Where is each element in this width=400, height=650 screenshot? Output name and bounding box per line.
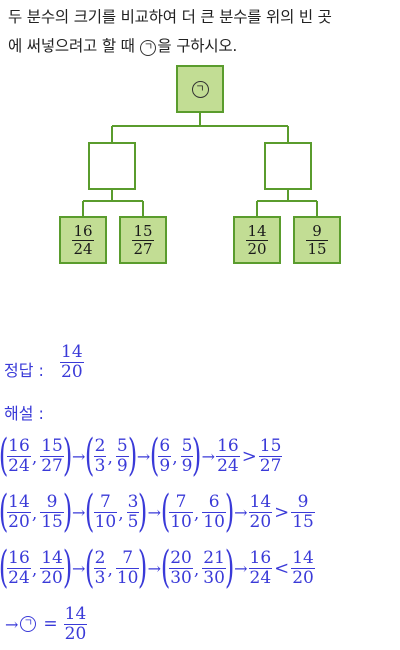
arrow-icon: → bbox=[72, 446, 86, 466]
circled-marker-icon: ㄱ bbox=[140, 40, 157, 56]
right-paren: ) bbox=[138, 486, 148, 537]
solution-row: (1624,1420)→(23,710)→(2030,2130)→1624<14… bbox=[0, 542, 315, 594]
left-paren: ( bbox=[85, 542, 95, 593]
right-paren: ) bbox=[127, 430, 137, 481]
question-text: 두 분수의 크기를 비교하여 더 큰 분수를 위의 빈 곳 에 써넣으려고 할 … bbox=[8, 3, 396, 61]
arrow-icon: → bbox=[201, 446, 216, 466]
solution-label: 해설 : bbox=[4, 404, 44, 423]
left-paren: ( bbox=[85, 430, 95, 481]
arrow-icon: → bbox=[234, 558, 248, 578]
left-paren: ( bbox=[0, 490, 8, 534]
right-paren: ) bbox=[224, 486, 235, 537]
right-paren: ) bbox=[138, 542, 148, 593]
question-line-1: 두 분수의 크기를 비교하여 더 큰 분수를 위의 빈 곳 bbox=[8, 8, 332, 26]
right-paren: ) bbox=[62, 430, 73, 481]
arrow-icon: → bbox=[147, 502, 162, 522]
answer-label: 정답 : bbox=[4, 361, 44, 380]
tree-empty-box-right[interactable] bbox=[264, 142, 312, 190]
comparison-sign: > bbox=[274, 501, 290, 523]
left-paren: ( bbox=[0, 546, 8, 590]
right-paren: ) bbox=[192, 430, 202, 481]
left-paren: ( bbox=[160, 486, 171, 537]
comparison-sign: > bbox=[241, 445, 257, 467]
comparison-sign: < bbox=[274, 557, 290, 579]
arrow-icon: → bbox=[72, 558, 86, 578]
right-paren: ) bbox=[62, 486, 73, 537]
arrow-icon: → bbox=[234, 502, 248, 522]
left-paren: ( bbox=[160, 542, 171, 593]
arrow-icon: → bbox=[136, 446, 151, 466]
arrow-icon: → bbox=[147, 558, 162, 578]
left-paren: ( bbox=[0, 434, 8, 478]
circled-marker-icon: ㄱ bbox=[191, 80, 209, 98]
left-paren: ( bbox=[150, 430, 160, 481]
arrow-icon: → bbox=[72, 502, 86, 522]
tree-connector-lines bbox=[82, 112, 318, 216]
right-paren: ) bbox=[224, 542, 235, 593]
left-paren: ( bbox=[85, 486, 95, 537]
tree-empty-box-left[interactable] bbox=[88, 142, 136, 190]
right-paren: ) bbox=[62, 542, 73, 593]
tree-root-box: ㄱ bbox=[176, 65, 224, 113]
circled-marker-icon: ㄱ bbox=[20, 616, 37, 632]
